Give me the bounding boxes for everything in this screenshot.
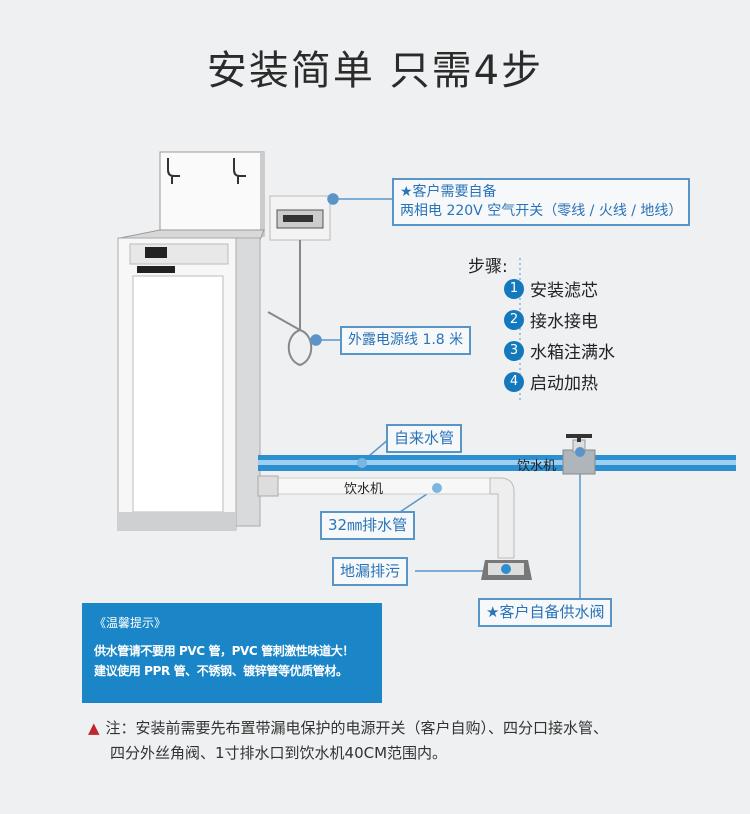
drain-pipe [257,475,515,559]
page-title: 安装简单 只需4步 [206,48,544,94]
faucet-icon [167,158,246,184]
step-3: 3 水箱注满水 [504,338,615,363]
step-text: 接水接电 [530,312,598,332]
tips-heading: 《温馨提示》 [94,616,167,630]
step-2: 2 接水接电 [504,307,598,332]
steps-label: 步骤: [468,257,508,277]
supply-valve-callout: ★客户自备供水阀 [478,598,613,627]
step-text: 水箱注满水 [530,343,615,363]
note-line: 四分外丝角阀、1寸排水口到饮水机40CM范围内。 [110,744,448,762]
step-text: 启动加热 [530,374,598,394]
step-text: 安装滤芯 [530,281,598,301]
step-number: 3 [504,340,524,361]
callout-text: ★客户需要自备 [400,184,497,200]
tips-box: 《温馨提示》 供水管请不要用 PVC 管，PVC 管刺激性味道大！ 建议使用 P… [82,603,382,703]
air-switch-callout: ★客户需要自备 两相电 220V 空气开关（零线 / 火线 / 地线） [392,178,691,226]
upper-pipe-label: 饮水机 [517,459,557,474]
floor-drain-icon [481,560,532,580]
tap-water-pipe-callout: 自来水管 [386,424,463,453]
drain-pipe-callout: 32㎜排水管 [320,511,416,540]
tips-line: 供水管请不要用 PVC 管，PVC 管刺激性味道大！ [94,644,354,658]
installation-note: ▲ 注：安装前需要先布置带漏电保护的电源开关（客户自购）、四分口接水管、 四分外丝… [88,716,608,766]
floor-drain-callout: 地漏排污 [332,557,409,586]
lower-pipe-label: 饮水机 [344,482,384,497]
supply-valve-icon [562,434,596,475]
note-line: 注：安装前需要先布置带漏电保护的电源开关（客户自购）、四分口接水管、 [105,719,609,737]
water-dispenser [117,151,265,531]
step-number: 1 [504,278,524,299]
power-cord-callout: 外露电源线 1.8 米 [340,326,472,355]
step-1: 1 安装滤芯 [504,276,598,301]
warning-icon: ▲ [88,719,100,737]
air-switch-box [267,195,331,367]
tips-line: 建议使用 PPR 管、不锈钢、镀锌管等优质管材。 [94,664,348,678]
step-number: 2 [504,309,524,330]
callout-text: 两相电 220V 空气开关（零线 / 火线 / 地线） [400,203,683,219]
step-number: 4 [504,371,524,392]
step-4: 4 启动加热 [504,369,598,394]
tap-water-pipe [258,455,736,471]
